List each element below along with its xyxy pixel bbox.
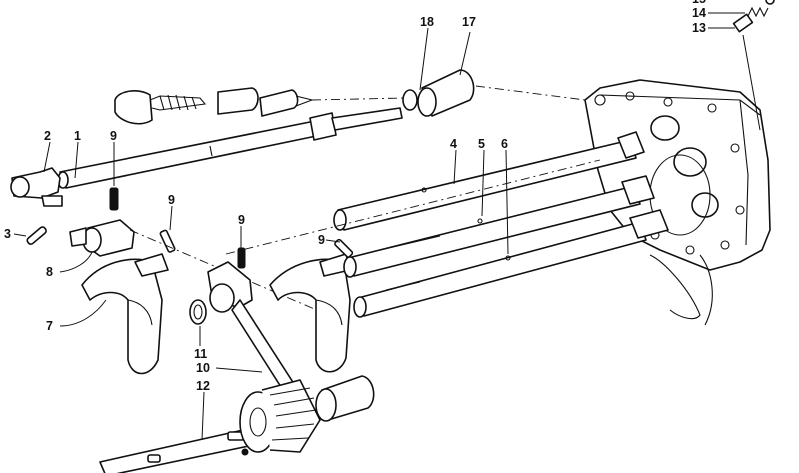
callout-4: 4 (450, 137, 457, 151)
callout-17: 17 (462, 15, 476, 29)
shift-rod-6 (353, 149, 669, 318)
selector-shaft-12 (99, 391, 259, 473)
callout-9-fork: 9 (318, 233, 325, 247)
selector-lever-10 (207, 261, 299, 399)
shift-fork-b (269, 253, 351, 373)
callout-13: 13 (692, 21, 706, 35)
pin-3 (13, 226, 47, 245)
callout-9-dog: 9 (168, 193, 175, 207)
callout-9-lever: 9 (238, 213, 245, 227)
callout-14: 14 (692, 6, 706, 20)
detent-spring-14 (708, 6, 769, 18)
callout-3: 3 (4, 227, 11, 241)
sleeve-17 (417, 31, 475, 117)
bushing (315, 375, 375, 422)
shift-finger-2 (10, 141, 63, 207)
callout-15: 15 (692, 0, 706, 6)
callout-12: 12 (196, 379, 210, 393)
callout-5: 5 (478, 137, 485, 151)
callout-8: 8 (46, 265, 53, 279)
shift-rod-1 (57, 107, 403, 189)
segment-gear (239, 379, 321, 453)
callout-10: 10 (196, 361, 210, 375)
center-line (225, 159, 601, 255)
roll-pin-9a (109, 142, 119, 211)
selector-pin-assembly (114, 85, 586, 125)
shift-dog-8 (59, 219, 135, 273)
callout-2: 2 (44, 129, 51, 143)
roll-pin-9b (159, 205, 176, 253)
callout-labels: 1 2 3 4 5 6 7 8 9 9 9 9 10 11 12 13 14 1… (4, 0, 706, 393)
clip-11 (189, 299, 207, 346)
callout-6: 6 (501, 137, 508, 151)
callout-1: 1 (74, 129, 81, 143)
detent-ball-15 (765, 0, 775, 5)
ring-18 (402, 27, 429, 111)
detent-plunger-13 (708, 13, 761, 131)
callout-7: 7 (46, 319, 53, 333)
callout-9-rod: 9 (110, 129, 117, 143)
roll-pin-9d (325, 238, 354, 258)
shift-rod-5 (343, 149, 655, 278)
callout-18: 18 (420, 15, 434, 29)
roll-pin-9c (237, 226, 246, 269)
callout-11: 11 (194, 347, 207, 361)
